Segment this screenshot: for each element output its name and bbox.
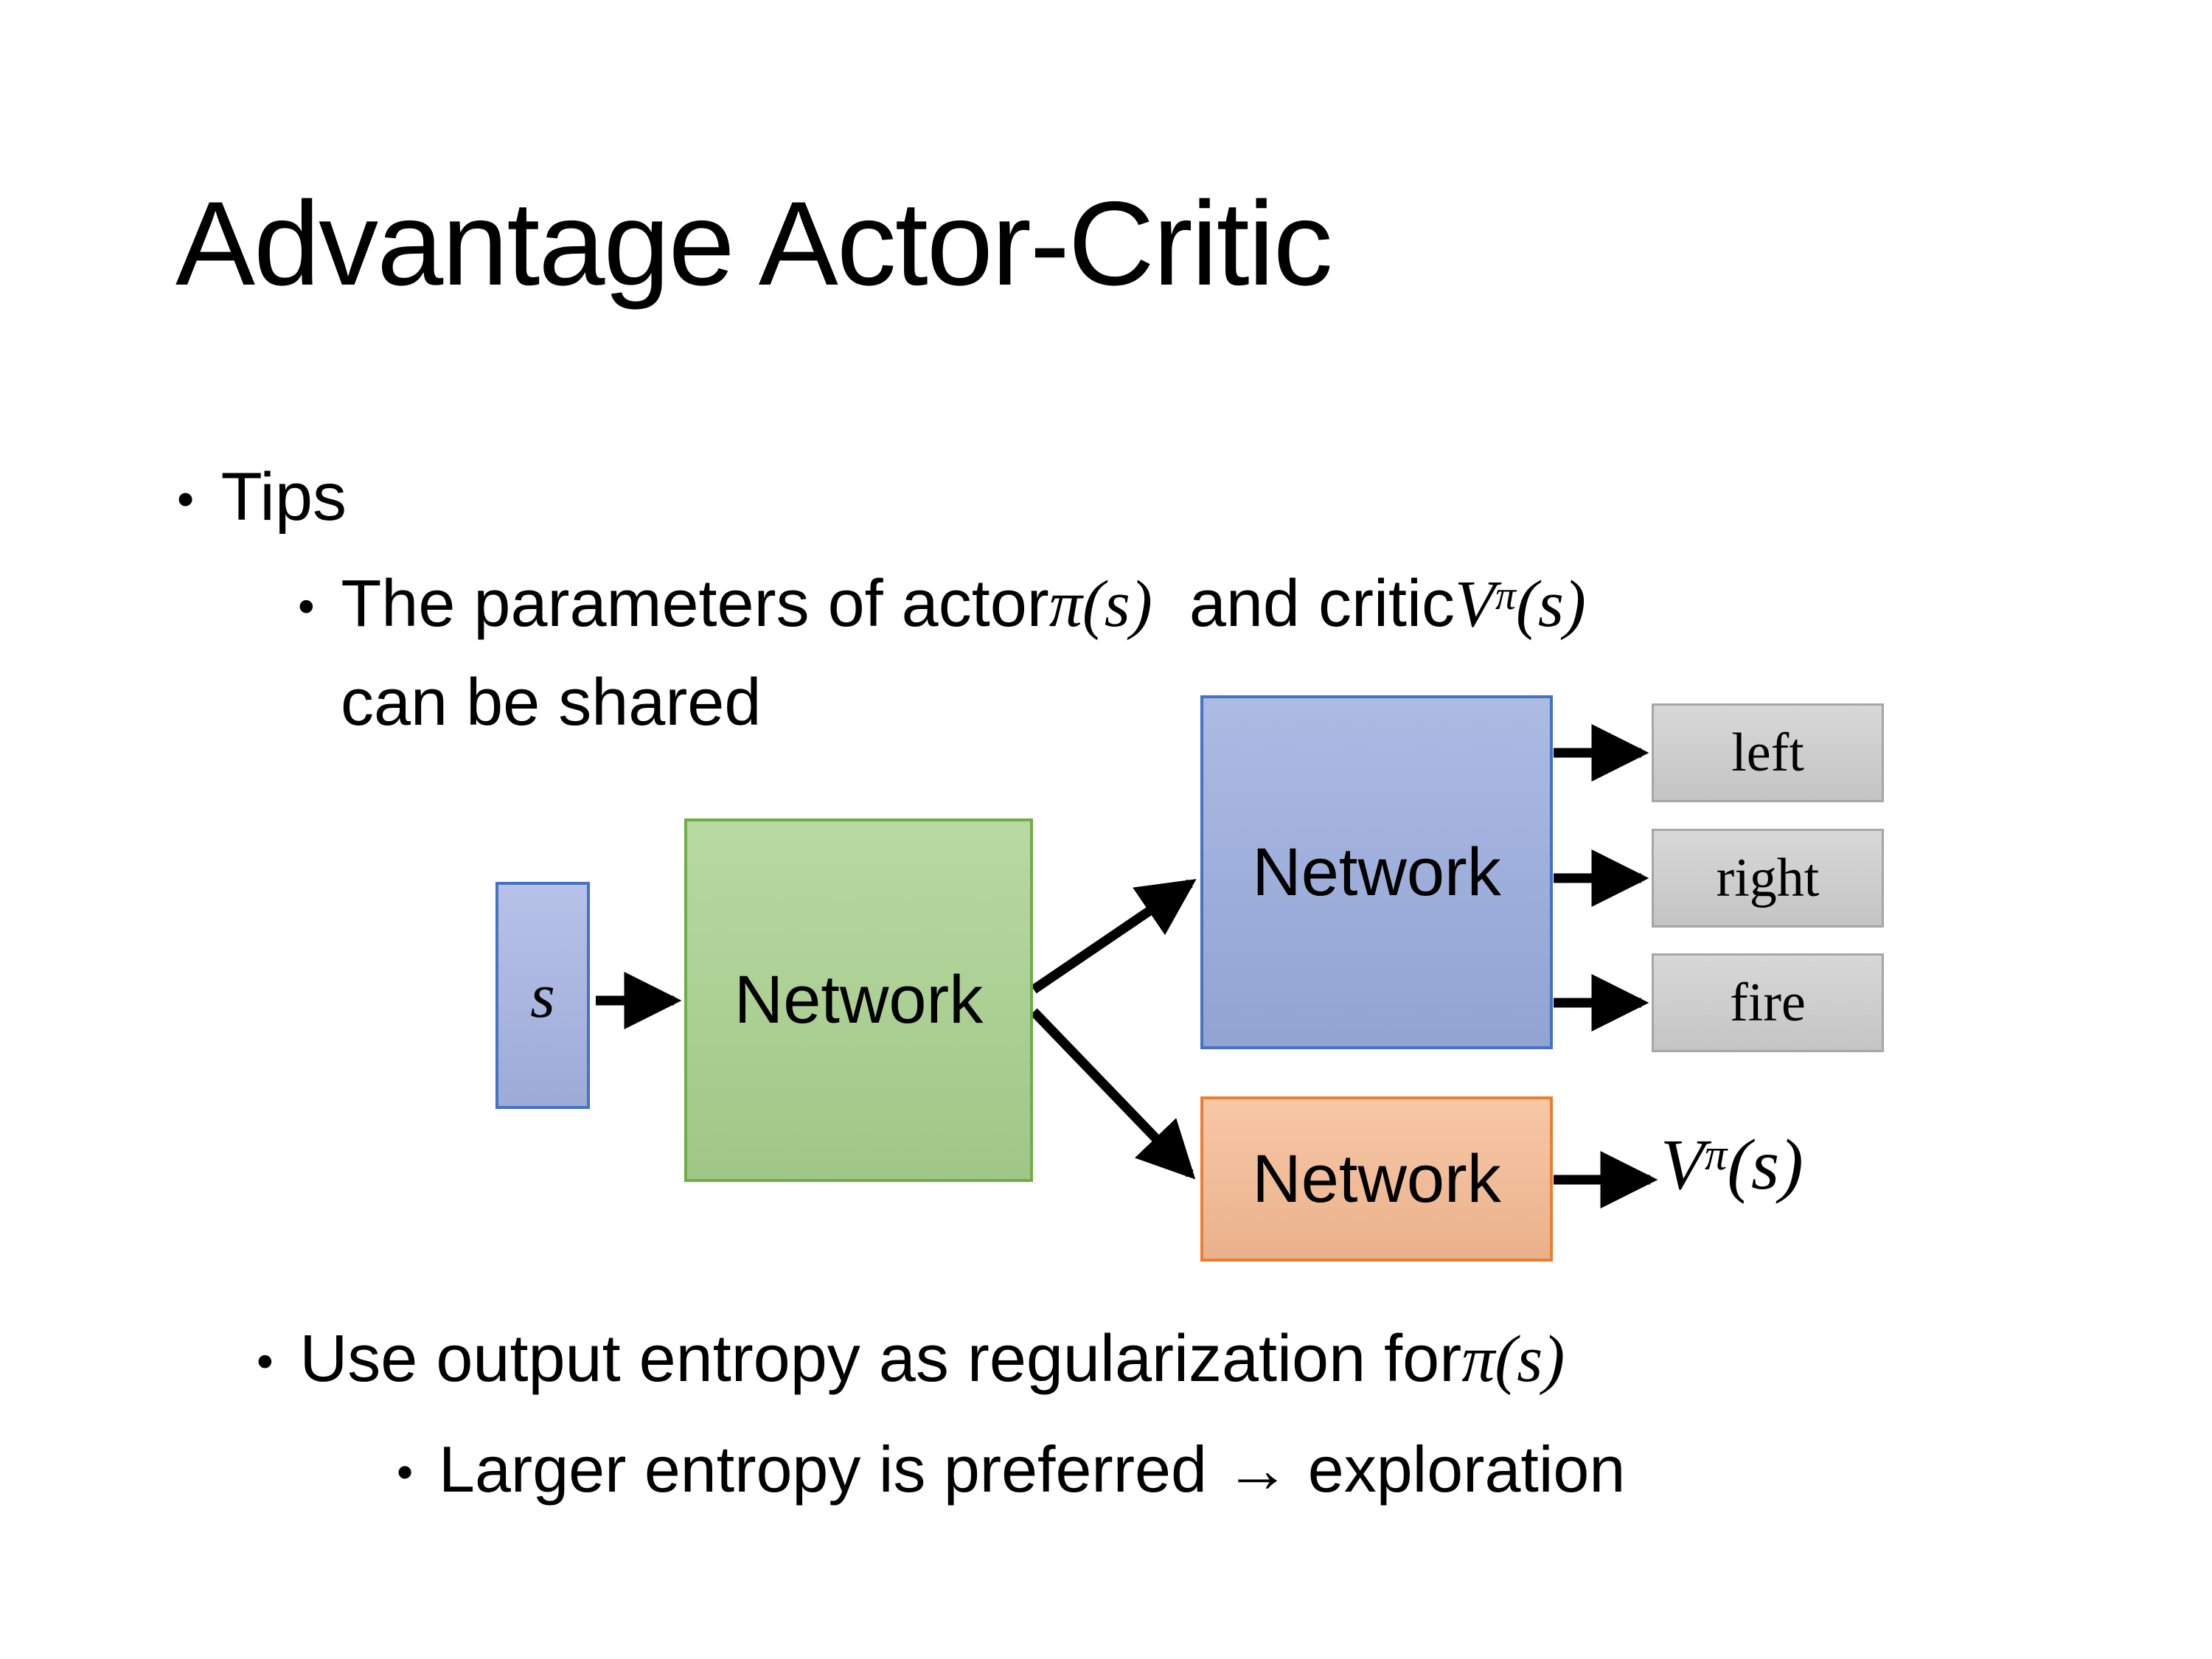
action-box-left: left xyxy=(1652,703,1884,802)
bullet-shared-parameters: • The parameters of actor π(s) and criti… xyxy=(298,566,1586,642)
action-label-right: right xyxy=(1716,847,1820,908)
param-text-2: and critic xyxy=(1152,567,1455,641)
critic-network-label: Network xyxy=(1252,1141,1501,1217)
critic-network-box: Network xyxy=(1200,1096,1553,1262)
bullet-entropy-regularization: • Use output entropy as regularization f… xyxy=(257,1321,1565,1397)
state-box: s xyxy=(495,882,590,1109)
critic-output-value: Vπ(s) xyxy=(1660,1124,1804,1206)
bullet-tips: • Tips xyxy=(177,459,347,536)
exploration-text: Larger entropy is preferred → exploratio… xyxy=(439,1433,1626,1506)
bullet-dot: • xyxy=(397,1446,414,1498)
state-label: s xyxy=(530,960,555,1031)
critic-output-base: V xyxy=(1660,1125,1705,1205)
critic-output-sup: π xyxy=(1704,1130,1728,1180)
arrow-shared-to-critic xyxy=(1030,1008,1196,1180)
shared-network-label: Network xyxy=(734,962,984,1037)
bullet-dot: • xyxy=(298,578,315,633)
actor-network-box: Network xyxy=(1200,695,1553,1049)
bullet-dot: • xyxy=(177,472,195,527)
bullet-dot: • xyxy=(257,1333,274,1388)
action-label-fire: fire xyxy=(1730,972,1806,1033)
critic-v-args: (s) xyxy=(1515,568,1586,641)
bullet-shared-parameters-line2: can be shared xyxy=(341,666,762,740)
entropy-text: Use output entropy as regularization for xyxy=(299,1322,1462,1396)
bullet-exploration: • Larger entropy is preferred → explorat… xyxy=(397,1432,1625,1507)
tips-label: Tips xyxy=(220,459,347,535)
entropy-pi-math: π(s) xyxy=(1461,1323,1565,1396)
action-box-right: right xyxy=(1652,829,1884,928)
critic-v-base: V xyxy=(1454,568,1495,641)
shared-network-box: Network xyxy=(684,818,1033,1182)
action-box-fire: fire xyxy=(1652,953,1884,1052)
critic-v-sup: π xyxy=(1495,572,1516,619)
arrow-shared-to-actor xyxy=(1031,879,1197,994)
slide-title: Advantage Actor-Critic xyxy=(175,177,1333,310)
critic-output-args: (s) xyxy=(1727,1125,1804,1205)
actor-pi-math: π(s) xyxy=(1048,568,1152,641)
param-text-1: The parameters of actor xyxy=(341,567,1049,641)
actor-network-label: Network xyxy=(1252,834,1501,910)
action-label-left: left xyxy=(1731,722,1804,783)
